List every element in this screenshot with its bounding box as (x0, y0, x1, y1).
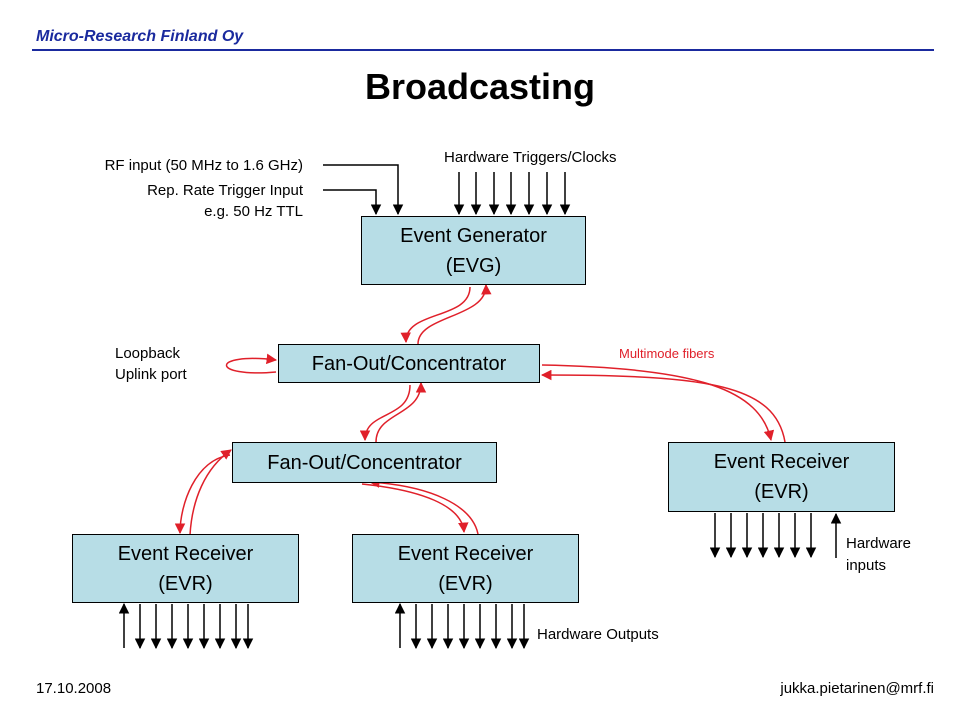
multimode-fibers-label: Multimode fibers (619, 346, 715, 361)
rep-rate-label: Rep. Rate Trigger Input (147, 182, 303, 199)
event-receiver-center-box: Event Receiver (EVR) (352, 534, 579, 603)
fanout-concentrator-top-box: Fan-Out/Concentrator (278, 344, 540, 383)
fiber-links (174, 283, 786, 536)
footer-email: jukka.pietarinen@mrf.fi (780, 680, 934, 697)
page-title: Broadcasting (364, 66, 596, 107)
fiber-evr-left-up (189, 449, 232, 536)
fiber-evr-center-up (368, 477, 479, 535)
fiber-evg-down (400, 286, 471, 344)
hardware-inputs-label-2: inputs (846, 557, 887, 574)
hardware-outputs-label: Hardware Outputs (537, 626, 659, 643)
footer-date: 17.10.2008 (36, 680, 112, 697)
loopback-fiber (226, 353, 278, 374)
node-title: Fan-Out/Concentrator (311, 352, 507, 375)
event-receiver-right-box: Event Receiver (EVR) (668, 442, 895, 512)
node-title: Event Receiver (397, 542, 534, 565)
fiber-mid-up (375, 381, 427, 443)
fiber-mid-down (359, 384, 411, 442)
node-subtitle: (EVR) (438, 572, 493, 595)
fiber-evr-right-up (540, 369, 786, 443)
node-title: Event Receiver (117, 542, 254, 565)
header-rule (32, 49, 934, 51)
evr-left-io-arrows (118, 602, 254, 650)
event-receiver-left-box: Event Receiver (EVR) (72, 534, 299, 603)
rf-input-label: RF input (50 MHz to 1.6 GHz) (104, 157, 303, 174)
evg-input-wires (323, 164, 404, 216)
event-generator-box: Event Generator (EVG) (361, 216, 586, 285)
hardware-inputs-label: Hardware (846, 535, 912, 552)
node-subtitle: (EVR) (754, 481, 809, 503)
hw-triggers-label: Hardware Triggers/Clocks (444, 149, 617, 166)
fanout-concentrator-mid-box: Fan-Out/Concentrator (232, 442, 497, 483)
rf-input-wire (323, 164, 404, 216)
hw-trigger-arrows (453, 172, 571, 216)
company-name: Micro-Research Finland Oy (36, 28, 244, 45)
rep-rate-wire (323, 189, 382, 216)
node-subtitle: (EVR) (158, 572, 213, 595)
fiber-evr-right-down (541, 364, 775, 442)
fiber-evr-left-down (174, 454, 231, 535)
evr-center-io-arrows (394, 602, 530, 650)
node-title: Event Generator (400, 224, 547, 247)
loopback-label: Loopback (115, 345, 181, 362)
uplink-port-label: Uplink port (115, 366, 187, 383)
rep-rate-example-label: e.g. 50 Hz TTL (204, 203, 303, 220)
node-subtitle: (EVG) (445, 254, 502, 277)
fiber-evg-up (417, 283, 492, 345)
node-title: Fan-Out/Concentrator (267, 451, 462, 474)
evr-right-io-arrows (709, 512, 842, 559)
fiber-evr-center-down (361, 483, 469, 534)
node-title: Event Receiver (713, 451, 850, 473)
